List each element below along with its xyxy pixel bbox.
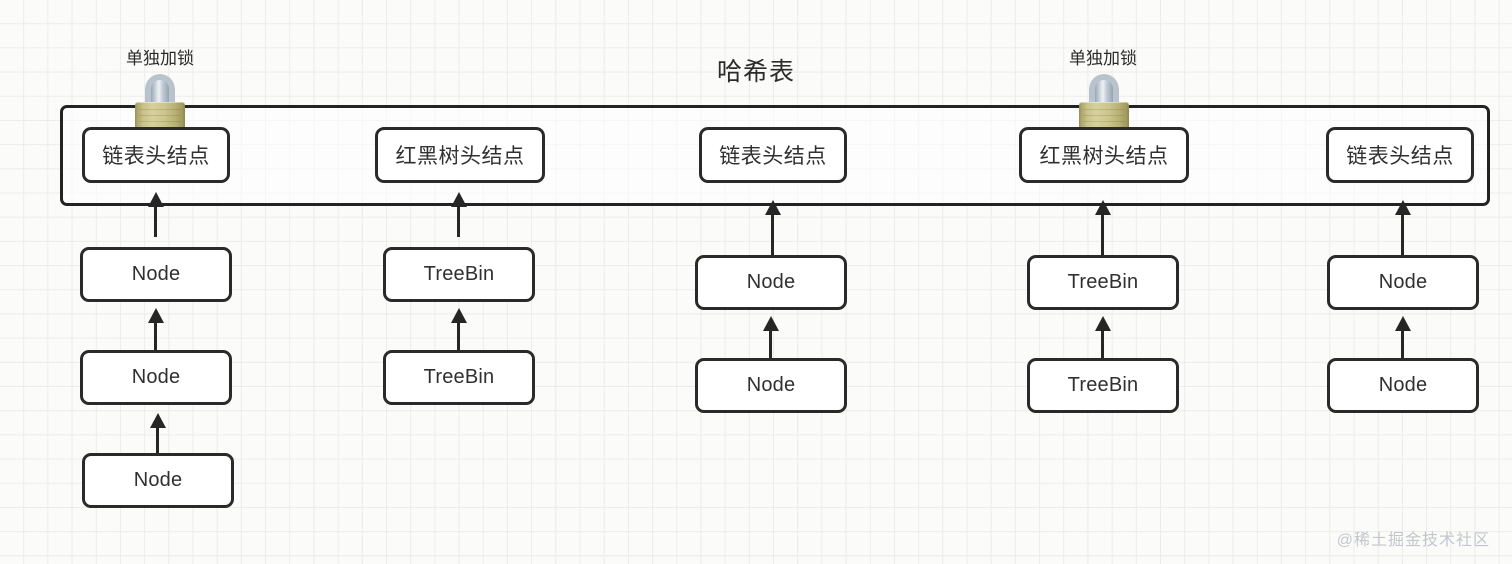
bucket-head-3[interactable]: 链表头结点 — [699, 127, 847, 183]
lock-label-2: 单独加锁 — [1069, 49, 1137, 68]
bucket-2-node-2[interactable]: TreeBin — [383, 350, 535, 405]
arrow-bucket-3-link-0 — [765, 200, 781, 255]
arrow-bucket-5-link-0 — [1395, 200, 1411, 255]
arrow-bucket-4-link-0 — [1095, 200, 1111, 255]
arrow-bucket-3-link-1 — [763, 316, 779, 358]
watermark: @稀土掘金技术社区 — [1336, 532, 1490, 549]
bucket-head-4[interactable]: 红黑树头结点 — [1019, 127, 1189, 183]
arrow-bucket-1-link-2 — [150, 413, 166, 453]
arrow-bucket-1-link-0 — [148, 192, 164, 237]
bucket-3-node-1[interactable]: Node — [695, 255, 847, 310]
arrow-bucket-4-link-1 — [1095, 316, 1111, 358]
arrow-bucket-2-link-0 — [451, 192, 467, 237]
bucket-4-node-1[interactable]: TreeBin — [1027, 255, 1179, 310]
bucket-head-2[interactable]: 红黑树头结点 — [375, 127, 545, 183]
page-title: 哈希表 — [716, 58, 795, 86]
bucket-1-node-1[interactable]: Node — [80, 247, 232, 302]
bucket-1-node-2[interactable]: Node — [80, 350, 232, 405]
arrow-bucket-1-link-1 — [148, 308, 164, 350]
bucket-4-node-2[interactable]: TreeBin — [1027, 358, 1179, 413]
bucket-2-node-1[interactable]: TreeBin — [383, 247, 535, 302]
lock-label-1: 单独加锁 — [126, 49, 194, 68]
arrow-bucket-2-link-1 — [451, 308, 467, 350]
arrow-bucket-5-link-1 — [1395, 316, 1411, 358]
bucket-5-node-2[interactable]: Node — [1327, 358, 1479, 413]
bucket-1-node-3[interactable]: Node — [82, 453, 234, 508]
bucket-head-5[interactable]: 链表头结点 — [1326, 127, 1474, 183]
bucket-head-1[interactable]: 链表头结点 — [82, 127, 230, 183]
bucket-5-node-1[interactable]: Node — [1327, 255, 1479, 310]
bucket-3-node-2[interactable]: Node — [695, 358, 847, 413]
